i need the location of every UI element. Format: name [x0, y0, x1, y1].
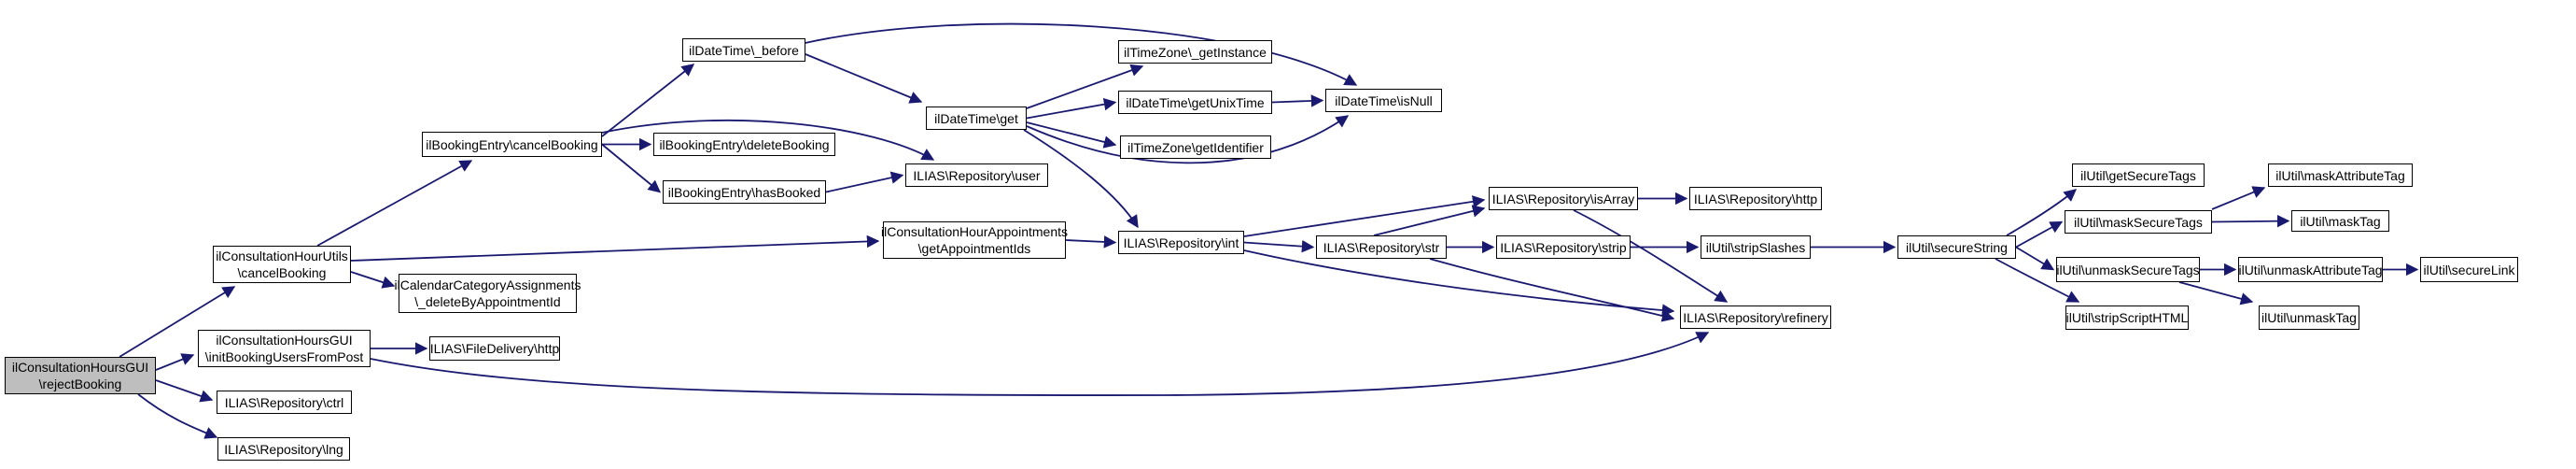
node-dtIsNull[interactable]: ilDateTime\isNull [1325, 89, 1442, 112]
node-getSecureTags[interactable]: ilUtil\getSecureTags [2072, 163, 2205, 187]
node-bookingEntryCancelBooking[interactable]: ilBookingEntry\cancelBooking [422, 132, 602, 157]
edge-maskSecureTags-to-maskTag [2211, 214, 2290, 228]
edge-hourUtilsCancelBooking-to-deleteByAppointmentId [350, 271, 396, 289]
node-repoStrip[interactable]: ILIAS\Repository\strip [1496, 235, 1631, 259]
node-deleteByAppointmentId[interactable]: ilCalendarCategoryAssignments \_deleteBy… [395, 274, 581, 313]
edge-rejectBooking-to-initBookingUsersFromPost [155, 353, 195, 371]
edge-repoInt-to-repoRefinery [1243, 249, 1675, 317]
node-tzGetIdentifier[interactable]: ilTimeZone\getIdentifier [1120, 135, 1271, 159]
node-dtGetUnixTime[interactable]: ilDateTime\getUnixTime [1118, 91, 1272, 114]
node-getAppointmentIds[interactable]: ilConsultationHourAppointments \getAppoi… [881, 221, 1068, 259]
node-repoStr[interactable]: ILIAS\Repository\str [1316, 235, 1447, 259]
node-repoRefinery[interactable]: ILIAS\Repository\refinery [1680, 306, 1831, 329]
node-secureString[interactable]: ilUtil\secureString [1897, 235, 2016, 259]
edge-dtBefore-to-dtIsNull [800, 22, 1358, 86]
edge-repoInt-to-repoStr [1243, 239, 1315, 253]
node-repoCtrl[interactable]: ILIAS\Repository\ctrl [217, 391, 352, 414]
node-maskAttributeTag[interactable]: ilUtil\maskAttributeTag [2268, 163, 2413, 187]
edge-dtGetUnixTime-to-dtIsNull [1271, 94, 1324, 107]
node-repoUser[interactable]: ILIAS\Repository\user [905, 163, 1048, 187]
edge-initBookingUsersFromPost-to-repoRefinery [370, 332, 1710, 396]
edge-maskSecureTags-to-maskAttributeTag [2211, 186, 2266, 210]
edge-hourUtilsCancelBooking-to-getAppointmentIds [350, 234, 880, 262]
node-stripSlashes[interactable]: ilUtil\stripSlashes [1701, 235, 1811, 259]
node-stripScriptHTML[interactable]: ilUtil\stripScriptHTML [2065, 306, 2189, 330]
edge-hourUtilsCancelBooking-to-bookingEntryCancelBooking [316, 160, 473, 247]
node-secureLink[interactable]: ilUtil\secureLink [2420, 257, 2518, 282]
edge-bookingEntryCancelBooking-to-dtBefore [601, 64, 695, 137]
node-dtGet[interactable]: ilDateTime\get [926, 107, 1027, 130]
edge-repoStr-to-repoIsArray [1373, 205, 1486, 236]
edge-rejectBooking-to-repoLng [137, 393, 218, 439]
edge-dtGet-to-dtGetUnixTime [1026, 97, 1117, 120]
node-repoInt[interactable]: ILIAS\Repository\int [1118, 231, 1244, 254]
edge-dtGet-to-tzGetIdentifier [1026, 121, 1117, 149]
edge-secureString-to-maskSecureTags [2015, 220, 2064, 249]
node-initBookingUsersFromPost[interactable]: ilConsultationHoursGUI \initBookingUsers… [198, 330, 371, 367]
node-maskTag[interactable]: ilUtil\maskTag [2291, 210, 2389, 232]
node-unmaskAttributeTag[interactable]: ilUtil\unmaskAttributeTag [2238, 257, 2383, 282]
node-hourUtilsCancelBooking[interactable]: ilConsultationHourUtils \cancelBooking [213, 246, 351, 283]
node-repoHttp[interactable]: ILIAS\Repository\http [1689, 187, 1822, 210]
node-dtBefore[interactable]: ilDateTime\_before [682, 38, 805, 62]
edge-repoInt-to-repoIsArray [1243, 195, 1486, 237]
edge-dtBefore-to-dtGet [805, 53, 923, 104]
edge-rejectBooking-to-repoCtrl [155, 379, 214, 403]
node-unmaskTag[interactable]: ilUtil\unmaskTag [2259, 306, 2359, 330]
node-hasBooked[interactable]: ilBookingEntry\hasBooked [663, 180, 826, 204]
node-unmaskSecureTags[interactable]: ilUtil\unmaskSecureTags [2056, 257, 2200, 282]
edge-getAppointmentIds-to-repoInt [1065, 235, 1117, 249]
node-fileDeliveryHttp[interactable]: ILIAS\FileDelivery\http [429, 336, 560, 361]
node-maskSecureTags[interactable]: ilUtil\maskSecureTags [2065, 210, 2212, 234]
edge-hasBooked-to-repoUser [825, 171, 904, 193]
node-tzGetInstance[interactable]: ilTimeZone\_getInstance [1118, 40, 1272, 64]
node-repoLng[interactable]: ILIAS\Repository\lng [217, 437, 350, 461]
edge-secureString-to-unmaskSecureTags [2015, 246, 2055, 271]
edge-bookingEntryCancelBooking-to-hasBooked [601, 143, 662, 193]
edge-unmaskSecureTags-to-unmaskTag [2178, 281, 2254, 306]
node-repoIsArray[interactable]: ILIAS\Repository\isArray [1489, 187, 1638, 210]
node-rejectBooking: ilConsultationHoursGUI \rejectBooking [5, 357, 156, 394]
edge-repoStr-to-repoRefinery [1429, 258, 1675, 322]
node-deleteBooking[interactable]: ilBookingEntry\deleteBooking [653, 133, 835, 156]
